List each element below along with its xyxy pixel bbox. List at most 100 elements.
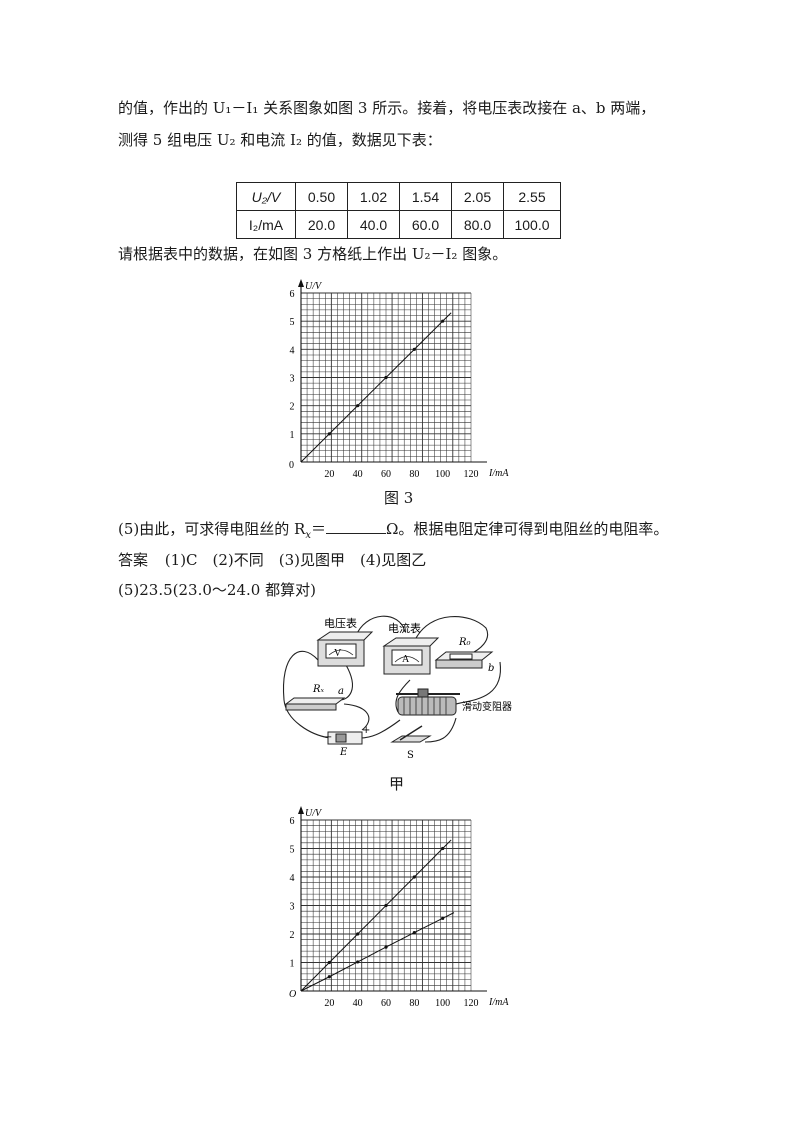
resistor-rx xyxy=(284,697,346,711)
x-tick-label: 100 xyxy=(435,998,450,1009)
node-a-label: a xyxy=(338,686,344,697)
wire xyxy=(455,661,501,705)
x-tick-label: 80 xyxy=(409,998,419,1009)
wire xyxy=(395,679,411,713)
x-tick-label: 20 xyxy=(324,998,334,1009)
data-point xyxy=(327,432,331,436)
rx-label: Rₓ xyxy=(312,684,325,695)
table-row: U₂/V 0.50 1.02 1.54 2.05 2.55 xyxy=(236,182,561,211)
x-axis-label: I/mA xyxy=(488,997,509,1008)
data-point xyxy=(384,903,388,908)
y-axis-arrow xyxy=(298,806,304,814)
battery-minus: − xyxy=(324,732,332,743)
y-tick-label: 6 xyxy=(290,816,295,827)
paragraph-line-1: 的值，作出的 U₁－I₁ 关系图象如图 3 所示。接着，将电压表改接在 a、b … xyxy=(118,99,656,117)
table-cell: 1.02 xyxy=(347,182,400,211)
voltmeter-label: 电压表 xyxy=(324,616,357,630)
data-point xyxy=(384,375,388,380)
rheostat-label: 滑动变阻器 xyxy=(462,700,512,713)
data-point xyxy=(441,846,445,851)
data-point xyxy=(356,932,360,936)
origin-label: 0 xyxy=(289,460,294,471)
y-tick-label: 1 xyxy=(290,430,295,441)
figure-jia-caption: 甲 xyxy=(389,775,405,793)
table-cell: 0.50 xyxy=(295,182,348,211)
y-tick-label: 5 xyxy=(290,317,295,328)
series-line-2 xyxy=(300,912,455,992)
table-cell: 1.54 xyxy=(399,182,452,211)
x-tick-label: 40 xyxy=(353,469,363,480)
y-tick-label: 2 xyxy=(290,930,295,941)
answer-items: (1)C (2)不同 (3)见图甲 (4)见图乙 xyxy=(164,551,427,569)
wire xyxy=(359,719,401,739)
table-cell: 80.0 xyxy=(451,210,504,239)
rheostat xyxy=(396,688,460,716)
data-point xyxy=(441,319,445,323)
table-cell: 2.05 xyxy=(451,182,504,211)
answer-line: 答案 (1)C (2)不同 (3)见图甲 (4)见图乙 xyxy=(118,550,426,570)
data-point xyxy=(384,945,388,949)
table-cell: 2.55 xyxy=(503,182,561,211)
ammeter-symbol: A xyxy=(402,654,410,665)
x-tick-label: 60 xyxy=(381,469,391,480)
y-tick-label: 1 xyxy=(290,959,295,970)
y-tick-label: 4 xyxy=(290,345,295,356)
q5-equals: ＝ xyxy=(310,520,326,538)
series-line-1 xyxy=(300,312,452,463)
y-tick-label: 3 xyxy=(290,902,295,913)
battery-plus: + xyxy=(362,725,370,736)
ammeter xyxy=(382,637,440,675)
y-tick-label: 4 xyxy=(290,873,295,884)
switch-label: S xyxy=(407,750,414,761)
battery xyxy=(327,731,363,745)
voltmeter xyxy=(316,631,374,667)
resistor-r0 xyxy=(434,651,494,669)
y-tick-label: 2 xyxy=(290,402,295,413)
data-point xyxy=(412,930,416,935)
x-tick-label: 80 xyxy=(409,469,419,480)
paragraph-line-2: 测得 5 组电压 U₂ 和电流 I₂ 的值，数据见下表： xyxy=(118,131,442,149)
data-point xyxy=(327,975,331,979)
figure-3-caption: 图 3 xyxy=(384,489,414,507)
table-cell: 60.0 xyxy=(399,210,452,239)
origin-label: O xyxy=(289,989,296,1000)
y-tick-label: 3 xyxy=(290,374,295,385)
x-tick-label: 100 xyxy=(435,469,450,480)
q5-tail: Ω。根据电阻定律可得到电阻丝的电阻率。 xyxy=(385,520,669,538)
table-cell: 40.0 xyxy=(347,210,400,239)
series-line-1 xyxy=(300,839,452,992)
x-tick-label: 120 xyxy=(464,469,479,480)
wire xyxy=(414,616,488,656)
r0-label: R₀ xyxy=(458,637,471,648)
y-axis-arrow xyxy=(298,279,304,287)
table-header-u2: U₂/V xyxy=(236,182,296,211)
x-axis-label: I/mA xyxy=(488,468,509,479)
x-tick-label: 20 xyxy=(324,469,334,480)
y-axis-label: U/V xyxy=(305,281,323,292)
wire xyxy=(282,650,331,739)
data-point xyxy=(327,960,331,965)
data-point xyxy=(356,960,360,964)
ammeter-label: 电流表 xyxy=(388,621,421,635)
x-tick-label: 40 xyxy=(353,998,363,1009)
table-header-i2: I₂/mA xyxy=(236,210,296,239)
y-tick-label: 6 xyxy=(290,289,295,300)
wire xyxy=(343,703,370,731)
x-tick-label: 120 xyxy=(464,998,479,1009)
wire xyxy=(339,664,353,701)
y-axis-label: U/V xyxy=(305,808,323,819)
x-tick-label: 60 xyxy=(381,998,391,1009)
data-point xyxy=(441,916,445,920)
node-b-label: b xyxy=(488,663,494,674)
paragraph-line-3: 请根据表中的数据，在如图 3 方格纸上作出 U₂－I₂ 图象。 xyxy=(118,245,508,263)
answer-blank[interactable] xyxy=(325,519,386,534)
battery-label: E xyxy=(339,747,348,758)
q5-prefix: (5)由此，可求得电阻丝的 R xyxy=(118,520,306,538)
y-tick-label: 5 xyxy=(290,845,295,856)
table-row: I₂/mA 20.0 40.0 60.0 80.0 100.0 xyxy=(236,210,561,239)
data-table: U₂/V 0.50 1.02 1.54 2.05 2.55 I₂/mA 20.0… xyxy=(236,182,561,239)
wire xyxy=(354,615,406,639)
wire xyxy=(424,717,457,743)
data-point xyxy=(356,404,360,408)
data-point xyxy=(412,347,416,351)
